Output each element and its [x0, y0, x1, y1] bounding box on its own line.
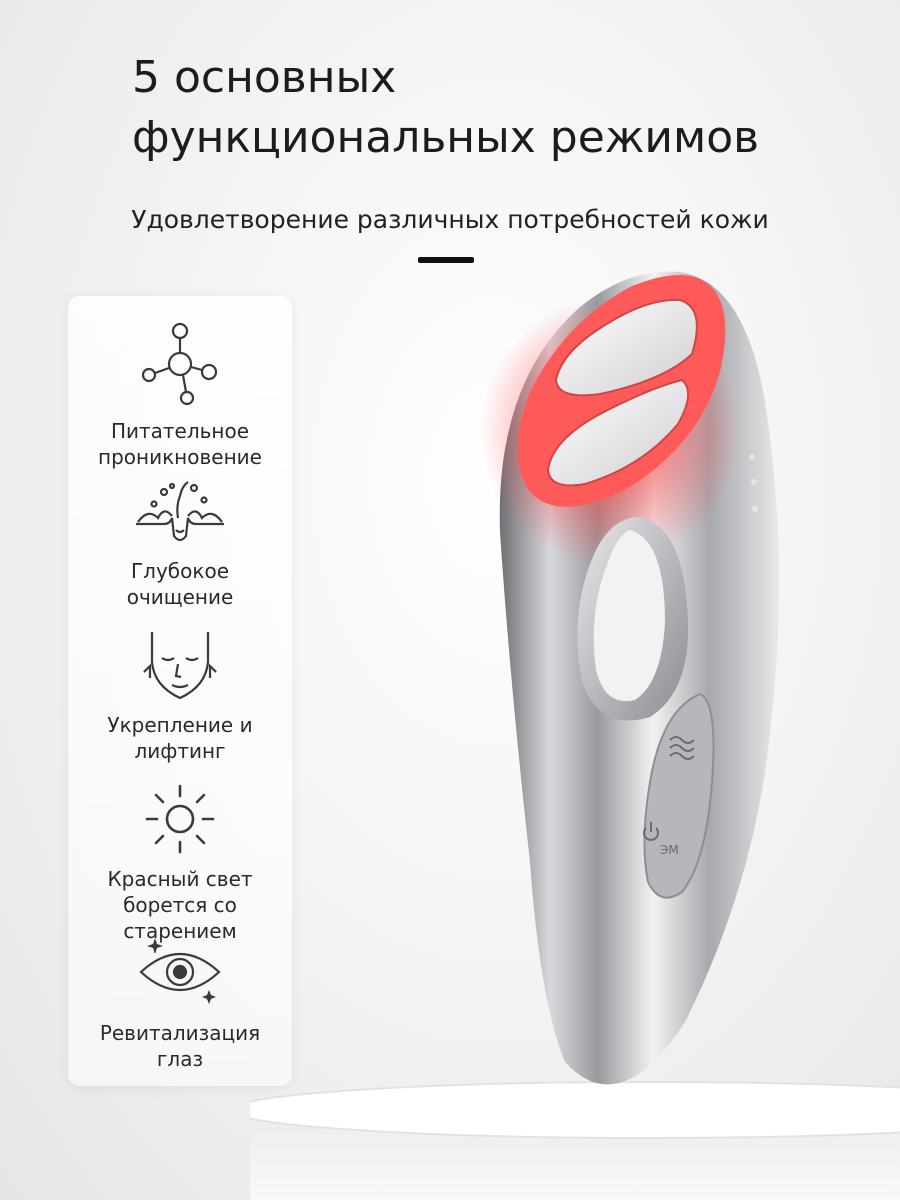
feature-lifting: Укрепление и лифтинг: [80, 628, 280, 764]
beauty-device: ЭМ: [480, 271, 779, 1085]
page-subtitle: Удовлетворение различных потребностей ко…: [131, 205, 769, 234]
feature-label: Укрепление и лифтинг: [107, 713, 253, 763]
feature-label-line-2: старением: [123, 919, 237, 943]
molecule-icon: [141, 322, 218, 406]
feature-red-light: Красный свет борется со старением: [80, 782, 280, 944]
face-lifting-icon: [143, 632, 217, 700]
feature-label: Ревитализация глаз: [99, 1021, 261, 1071]
display-pedestal: [250, 1081, 900, 1200]
feature-label: Красный свет борется со старением: [80, 866, 280, 944]
title-line-2: функциональных режимов: [132, 112, 760, 163]
title-divider: [418, 257, 474, 263]
eye-icon: [139, 938, 221, 1004]
pore-cleansing-icon: [136, 481, 224, 542]
feature-label: Питательное проникновение: [98, 419, 262, 469]
feature-label: Глубокое очищение: [126, 559, 234, 609]
title-line-1: 5 основных: [132, 52, 397, 103]
device-button-text: ЭМ: [660, 843, 679, 857]
power-icon: [643, 822, 659, 841]
feature-eye: Ревитализация глаз: [80, 930, 280, 1072]
feature-cleansing: Глубокое очищение: [80, 478, 280, 610]
sun-icon: [145, 784, 215, 854]
page-title: 5 основных функциональных режимов: [132, 48, 759, 168]
feature-nutrition: Питательное проникновение: [80, 318, 280, 470]
feature-label-line-1: Красный свет борется со: [107, 867, 253, 917]
wave-icon: [669, 736, 695, 760]
